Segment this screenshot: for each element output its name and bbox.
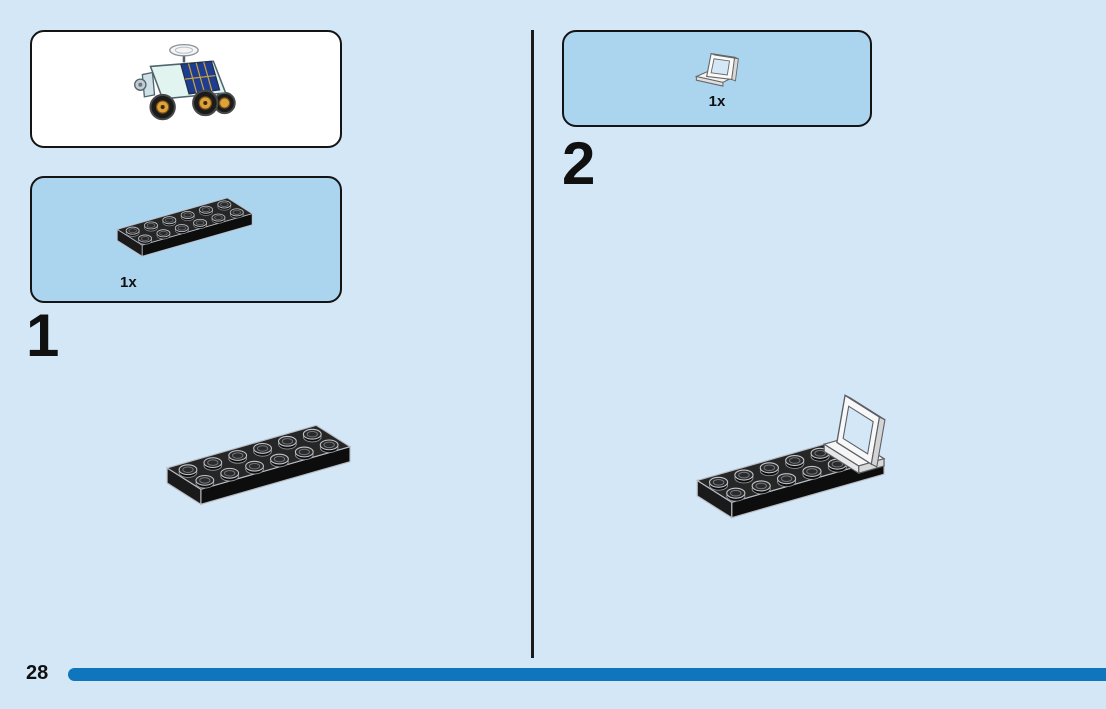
part-count-label: 1x — [120, 274, 137, 291]
model-preview-box — [30, 30, 342, 148]
page-number: 28 — [26, 662, 49, 684]
step-1-number: 1 — [26, 302, 59, 369]
white-bracket-1x2-icon — [689, 47, 745, 91]
step-1-parts-box: 1x — [30, 176, 342, 303]
column-divider — [531, 30, 534, 658]
step-1-assembly-icon — [160, 420, 366, 511]
rover-model-icon — [134, 44, 236, 121]
step-2-number: 2 — [562, 130, 595, 197]
step-2-assembly-icon — [690, 388, 904, 524]
progress-bar — [68, 668, 1106, 681]
part-count-label: 1x — [708, 93, 726, 111]
black-plate-2x6-icon — [112, 194, 264, 261]
white-bracket-piece — [822, 394, 886, 475]
step-2-parts-box: 1x — [562, 30, 872, 127]
